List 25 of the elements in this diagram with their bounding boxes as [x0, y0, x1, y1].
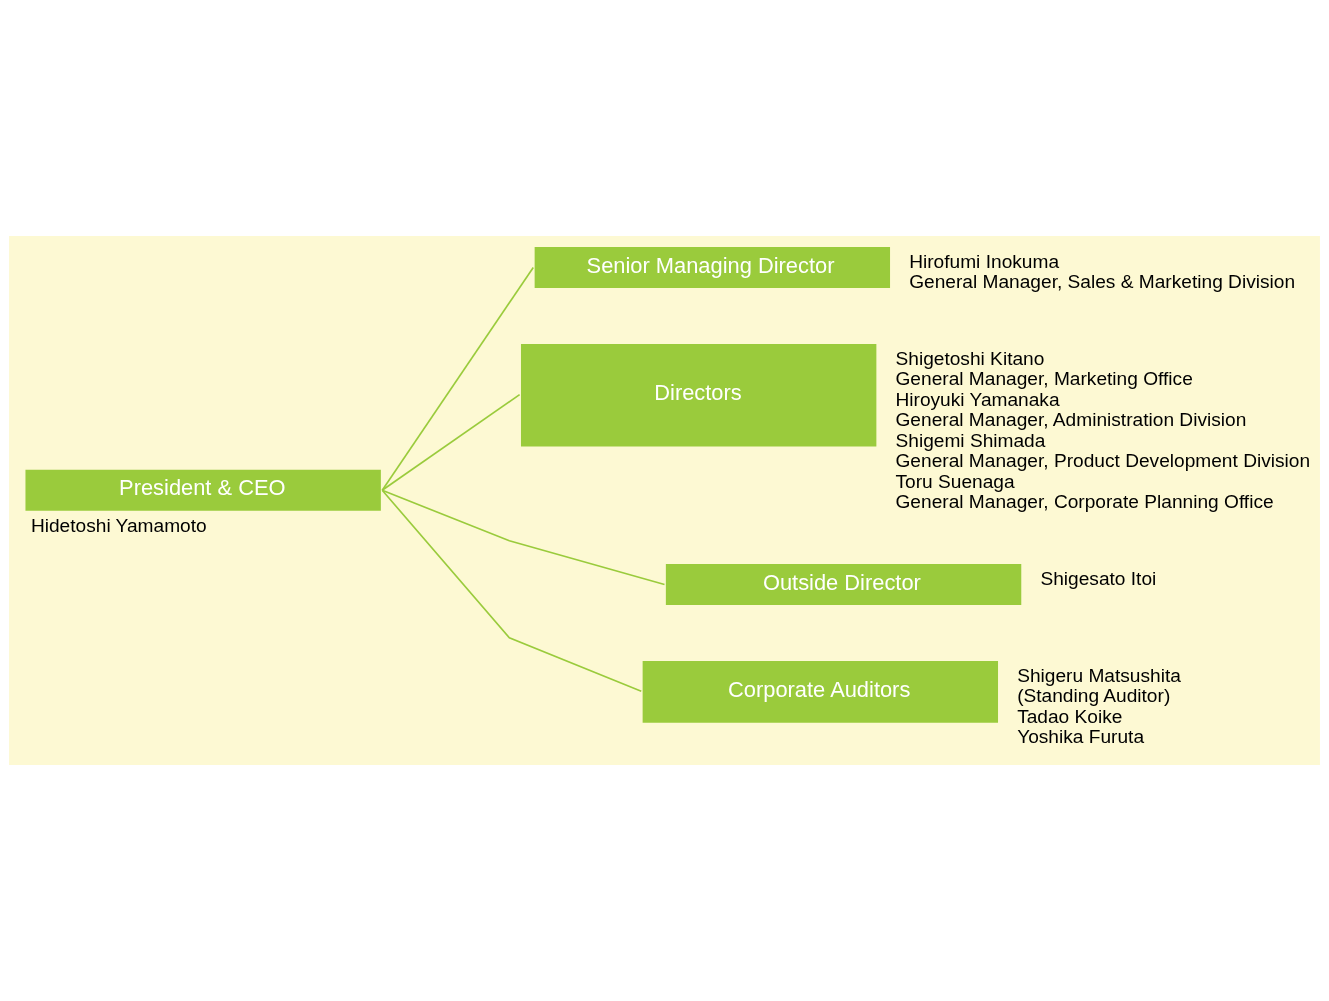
node-box: Senior Managing Director: [534, 246, 891, 288]
node-box: President & CEO: [25, 469, 381, 511]
node-label: Shigetoshi Kitano: [895, 347, 1045, 369]
connector: [381, 489, 643, 692]
node-label: Hidetoshi Yamamoto: [30, 514, 207, 536]
node-label: Yoshika Furuta: [1017, 726, 1145, 748]
node-label: General Manager, Administration Division: [895, 409, 1247, 431]
node-label: General Manager, Corporate Planning Office: [895, 491, 1274, 513]
node-label: Shigemi Shimada: [895, 429, 1046, 451]
node-label: Hiroyuki Yamanaka: [895, 388, 1060, 410]
connector: [381, 393, 521, 492]
connector: [381, 266, 535, 492]
node-label: Toru Suenaga: [895, 470, 1015, 492]
node-box: Corporate Auditors: [642, 661, 999, 723]
node-box: Outside Director: [665, 564, 1022, 606]
node-box: Directors: [520, 344, 877, 447]
node-label: Tadao Koike: [1017, 705, 1123, 727]
node-label: General Manager, Sales & Marketing Division: [909, 271, 1296, 293]
connector: [381, 489, 666, 586]
node-label: (Standing Auditor): [1017, 685, 1171, 707]
node-label: Shigeru Matsushita: [1017, 664, 1181, 686]
node-label: General Manager, Marketing Office: [895, 368, 1193, 390]
node-label: General Manager, Product Development Division: [895, 450, 1311, 472]
node-label: Hirofumi Inokuma: [909, 250, 1060, 272]
node-label: Shigesato Itoi: [1040, 567, 1157, 589]
